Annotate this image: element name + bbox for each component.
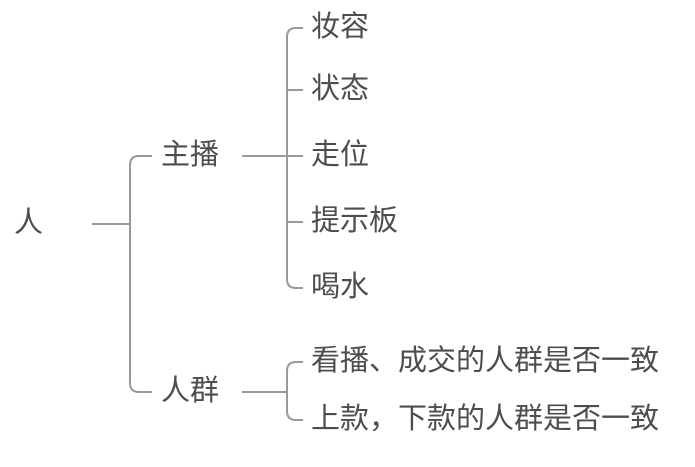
node-leaf-prompt-board[interactable]: 提示板 <box>311 205 399 238</box>
node-root[interactable]: 人 <box>14 207 44 240</box>
bracket-audience-children <box>286 361 303 421</box>
node-leaf-product-audience-consistency[interactable]: 上款，下款的人群是否一致 <box>311 403 660 436</box>
bracket-anchor-children <box>286 27 303 289</box>
node-leaf-watch-deal-audience-consistency[interactable]: 看播、成交的人群是否一致 <box>311 345 660 378</box>
node-leaf-state[interactable]: 状态 <box>311 73 370 106</box>
node-leaf-positioning[interactable]: 走位 <box>311 139 370 172</box>
node-branch-anchor[interactable]: 主播 <box>161 139 220 172</box>
bracket-level1 <box>129 155 152 393</box>
node-leaf-drink-water[interactable]: 喝水 <box>311 271 370 304</box>
node-branch-audience[interactable]: 人群 <box>161 375 220 408</box>
node-leaf-makeup[interactable]: 妆容 <box>311 11 370 44</box>
